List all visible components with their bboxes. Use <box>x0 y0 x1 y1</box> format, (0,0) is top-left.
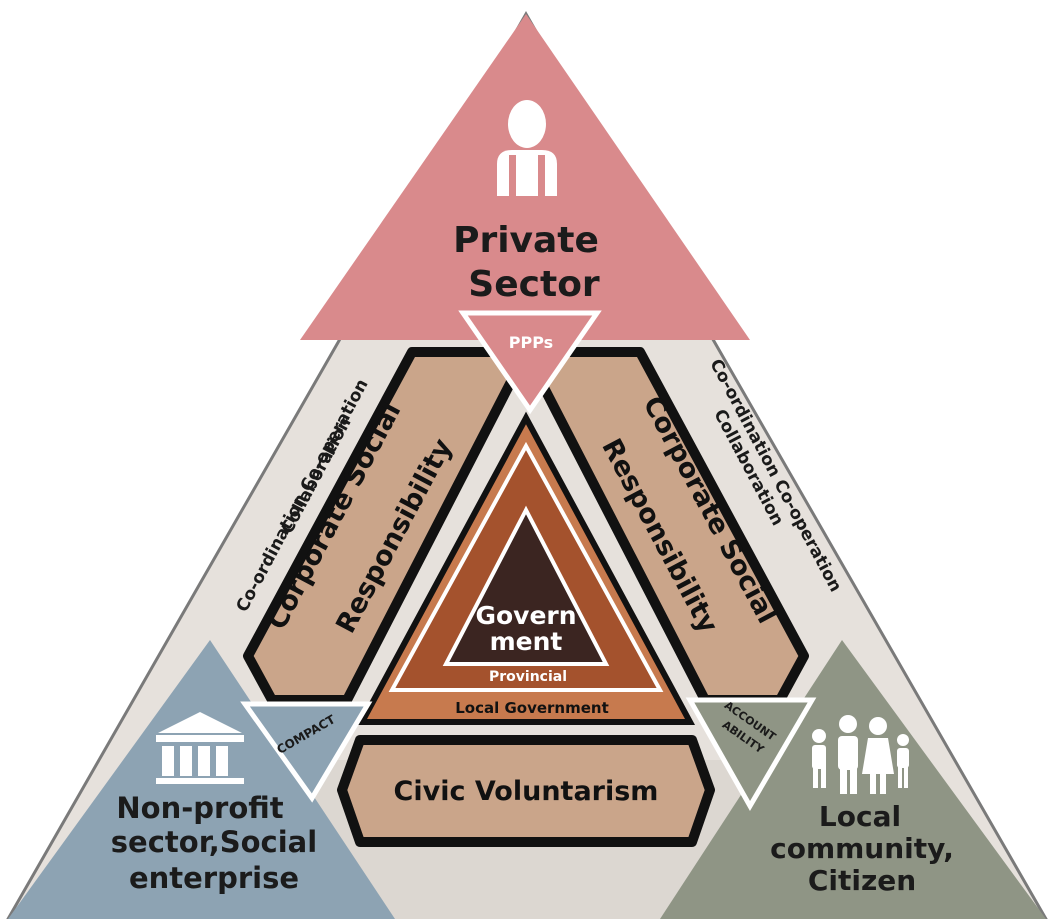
compact-connector <box>240 701 373 803</box>
person-icon <box>497 100 557 196</box>
local-community-line3: Citizen <box>808 864 916 897</box>
government-label-line1: Govern <box>475 601 576 630</box>
local-community-line1: Local <box>819 800 901 833</box>
ppps-label: PPPs <box>509 333 553 352</box>
provincial-label: Provincial <box>489 669 567 685</box>
non-profit-line1: Non-profit <box>116 791 283 825</box>
family-icon <box>812 715 909 794</box>
building-icon <box>156 712 244 784</box>
accountability-connector <box>685 697 817 812</box>
non-profit-line2: sector,Social <box>111 825 317 859</box>
local-government-label: Local Government <box>455 699 609 717</box>
civic-voluntarism-label: Civic Voluntarism <box>394 776 659 807</box>
civic-voluntarism-bar <box>337 735 715 847</box>
government-core-triangle <box>442 505 610 666</box>
government-label-line2: ment <box>490 627 563 656</box>
local-community-line2: community, <box>770 832 954 865</box>
non-profit-line3: enterprise <box>129 861 299 895</box>
private-sector-title-line2: Sector <box>468 264 600 305</box>
ppps-connector <box>458 310 602 415</box>
private-sector-title-line1: Private <box>453 220 599 261</box>
